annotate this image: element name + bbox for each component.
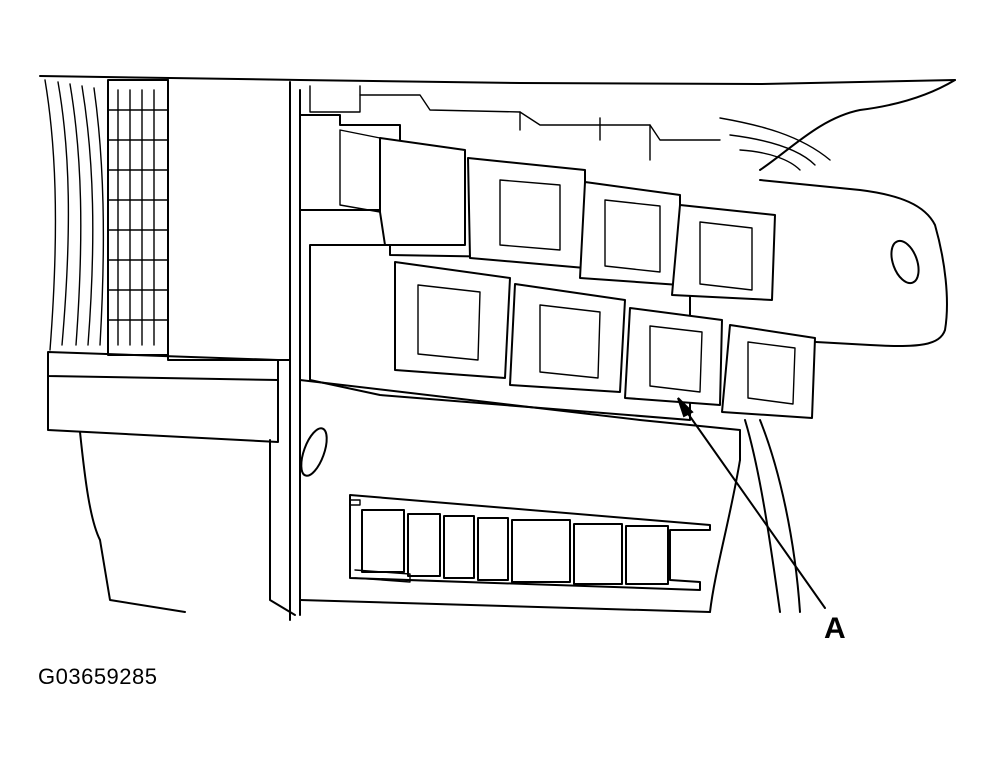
- relay-box-body: [299, 114, 948, 613]
- relay-8: [721, 324, 816, 419]
- relay-1: [339, 129, 466, 246]
- fuse-4: [477, 517, 509, 581]
- relay-5: [394, 261, 511, 379]
- dash-housing: [39, 75, 956, 171]
- fuse-3: [443, 515, 475, 579]
- fuse-2: [407, 513, 441, 577]
- left-panel: [47, 79, 301, 621]
- figure-id: G03659285: [38, 664, 158, 689]
- callout-label: A: [824, 612, 846, 645]
- relay-6: [509, 283, 626, 393]
- fuse-5: [511, 519, 571, 583]
- relay-4: [671, 204, 776, 301]
- fuse-1: [361, 509, 405, 573]
- relay-2: [467, 157, 586, 269]
- fuse-7: [625, 525, 669, 585]
- fuse-6: [573, 523, 623, 585]
- left-wire-harness: [44, 79, 169, 356]
- relay-3: [579, 181, 681, 286]
- callout-leader: [677, 397, 826, 609]
- relay-7: [624, 307, 723, 406]
